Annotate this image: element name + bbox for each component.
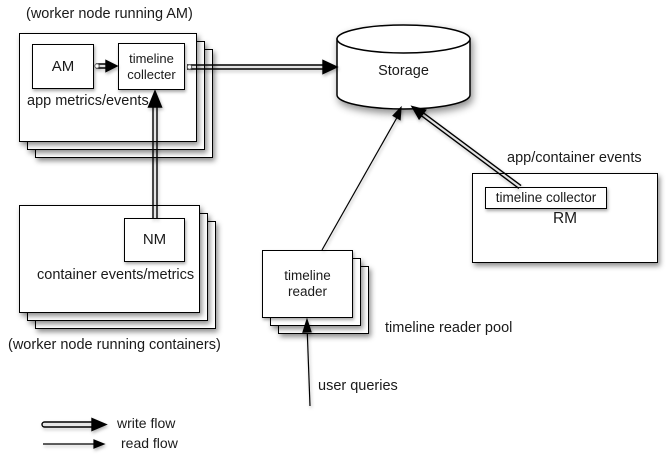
worker-containers-title: (worker node running containers) [8, 337, 221, 353]
app-container-events-caption: app/container events [507, 150, 642, 166]
worker-am-title: (worker node running AM) [26, 6, 193, 22]
am-box: AM [32, 44, 94, 89]
legend-read-flow-arrow [43, 439, 106, 449]
timeline-reader-pool-caption: timeline reader pool [385, 320, 513, 336]
legend-write-flow-arrow [41, 417, 108, 432]
storage-label: Storage [378, 63, 429, 79]
container-events-caption: container events/metrics [37, 267, 195, 283]
nm-box: NM [124, 218, 185, 262]
user-queries-caption: user queries [318, 378, 398, 394]
app-metrics-caption: app metrics/events [27, 93, 149, 109]
legend-write-label: write flow [117, 415, 176, 431]
timeline-reader-box: timeline reader [262, 250, 353, 318]
timeline-collector-am-box: timeline collecter [118, 43, 185, 90]
rm-label: RM [552, 210, 578, 227]
legend-read-label: read flow [121, 435, 178, 451]
read-flow-arrow-reader-to-storage [321, 105, 402, 251]
timeline-collector-rm-box: timeline collector [485, 187, 607, 209]
